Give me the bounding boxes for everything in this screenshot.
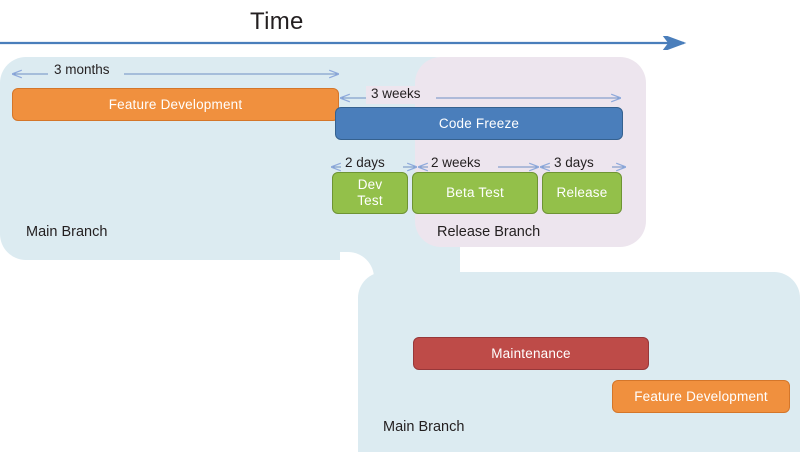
task-code-freeze[interactable]: Code Freeze: [335, 107, 623, 140]
task-label: Release: [556, 185, 608, 201]
page-title: Time: [250, 8, 304, 35]
duration-text-3-months: 3 months: [54, 62, 110, 77]
duration-text-3-days: 3 days: [554, 155, 594, 170]
caption-release-branch: Release Branch: [437, 224, 541, 240]
label-backdrop-2-days: [341, 155, 403, 173]
label-backdrop-3-days: [550, 155, 612, 173]
duration-text-2-weeks: 2 weeks: [431, 155, 481, 170]
release-branch-panel: [415, 57, 646, 247]
task-beta-test[interactable]: Beta Test: [412, 172, 538, 214]
main-branch-top-panel-extension: [0, 150, 380, 260]
task-feature-development-1[interactable]: Feature Development: [12, 88, 339, 121]
task-maintenance[interactable]: Maintenance: [413, 337, 649, 370]
caption-main-branch-top: Main Branch: [26, 224, 108, 240]
duration-text-2-days: 2 days: [345, 155, 385, 170]
label-backdrop-2-weeks: [428, 155, 498, 173]
time-axis-arrow: [0, 36, 687, 50]
task-feature-development-2[interactable]: Feature Development: [612, 380, 790, 413]
label-backdrop-3-weeks: [366, 86, 436, 104]
task-release[interactable]: Release: [542, 172, 622, 214]
task-label: Beta Test: [446, 185, 504, 201]
task-label: Feature Development: [634, 388, 768, 404]
task-label: Maintenance: [491, 345, 571, 361]
label-backdrop-3-months: [48, 62, 124, 80]
task-dev-test[interactable]: Dev Test: [332, 172, 408, 214]
caption-main-branch-bottom: Main Branch: [383, 419, 465, 435]
task-label: Code Freeze: [438, 115, 520, 131]
task-label: Feature Development: [108, 96, 243, 112]
task-label-line-2: Test: [357, 193, 383, 208]
duration-text-3-weeks: 3 weeks: [371, 86, 421, 101]
task-label-line-1: Dev: [357, 177, 383, 193]
